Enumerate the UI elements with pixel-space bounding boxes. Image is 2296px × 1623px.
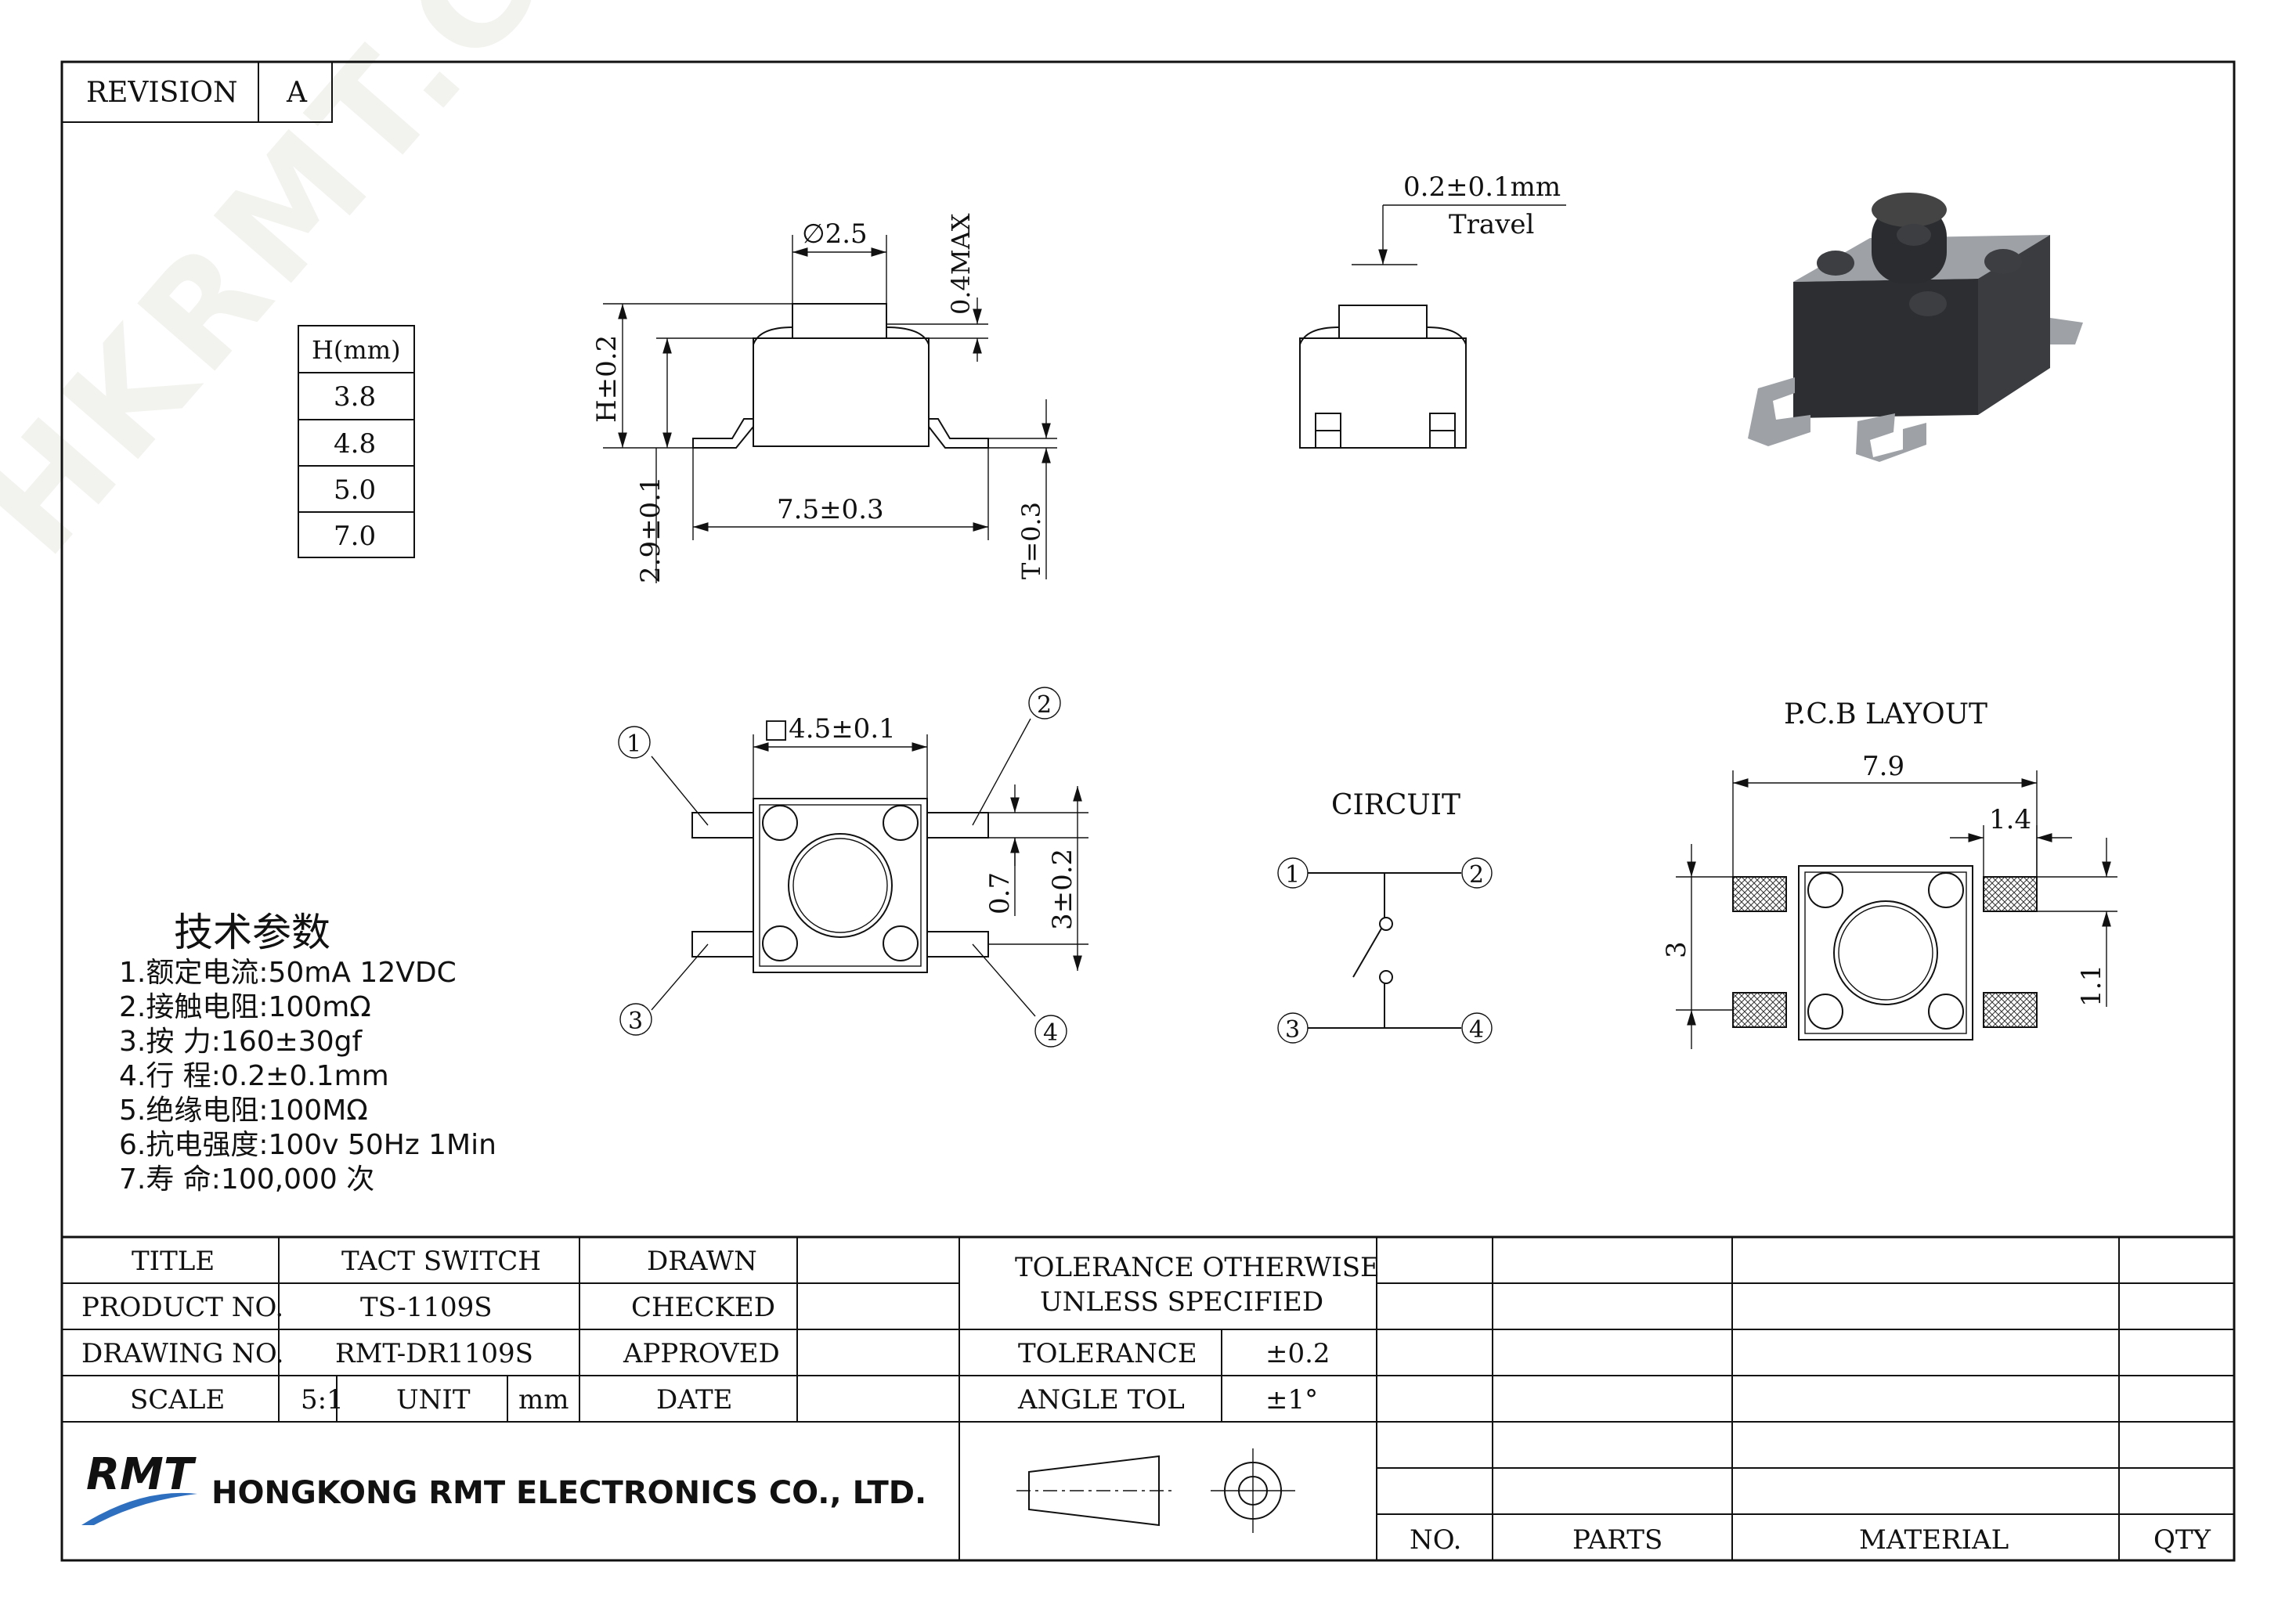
- specifications: 技术参数 1.额定电流:50mA 12VDC 2.接触电阻:100mΩ 3.按 …: [119, 910, 496, 1196]
- scale-label: SCALE: [130, 1384, 225, 1416]
- tolerance-label: TOLERANCE: [1018, 1338, 1197, 1369]
- circuit-diagram: CIRCUIT 1 2 3 4: [1277, 789, 1493, 1044]
- dim-pcb-width: 7.9: [1862, 751, 1904, 782]
- revision-value: A: [286, 77, 308, 109]
- spec-item-4: 4.行 程:0.2±0.1mm: [119, 1060, 389, 1092]
- spec-item-7: 7.寿 命:100,000 次: [119, 1163, 374, 1196]
- dim-thickness: T=0.3: [1016, 502, 1046, 579]
- dim-base: 2.9±0.1: [635, 476, 666, 583]
- pin-label-1: 1: [626, 730, 641, 758]
- specs-title: 技术参数: [174, 910, 330, 955]
- dim-height: H±0.2: [591, 335, 623, 423]
- tolerance-note-2: UNLESS SPECIFIED: [1040, 1286, 1323, 1318]
- spec-item-3: 3.按 力:160±30gf: [119, 1026, 363, 1058]
- dim-diameter: ∅2.5: [802, 218, 868, 250]
- title-label: TITLE: [132, 1246, 215, 1277]
- height-table: H(mm) 3.8 4.8 5.0 7.0: [298, 325, 415, 558]
- dim-pcb-pitch: 3: [1661, 941, 1692, 958]
- spec-item-2: 2.接触电阻:100mΩ: [119, 991, 371, 1023]
- circuit-pin-1: 1: [1285, 861, 1300, 889]
- switch-3d-view: [1748, 193, 2083, 462]
- title-block: TITLE TACT SWITCH PRODUCT NO. TS-1109S D…: [62, 1235, 2234, 1560]
- tolerance-note-1: TOLERANCE OTHERWISE: [1015, 1252, 1380, 1283]
- height-value-2: 4.8: [334, 428, 376, 460]
- company-name: HONGKONG RMT ELECTRONICS CO., LTD.: [211, 1475, 926, 1511]
- drawing-frame: [60, 60, 2236, 1562]
- drawing-value: RMT-DR1109S: [335, 1338, 533, 1369]
- scale-value: 5:1: [301, 1384, 344, 1416]
- bom-header-parts: PARTS: [1572, 1524, 1662, 1556]
- spec-item-1: 1.额定电流:50mA 12VDC: [119, 957, 457, 989]
- spec-item-6: 6.抗电强度:100v 50Hz 1Min: [119, 1129, 496, 1161]
- product-value: TS-1109S: [360, 1292, 493, 1323]
- drawing-label: DRAWING NO.: [81, 1338, 284, 1369]
- unit-label: UNIT: [396, 1384, 471, 1416]
- height-value-1: 3.8: [334, 381, 376, 413]
- height-value-3: 5.0: [334, 474, 376, 506]
- spec-item-5: 5.绝缘电阻:100MΩ: [119, 1095, 368, 1127]
- angle-label: ANGLE TOL: [1017, 1384, 1185, 1416]
- dim-width: 7.5±0.3: [777, 494, 884, 525]
- projection-symbol: [1016, 1448, 1295, 1533]
- travel-label: Travel: [1449, 209, 1534, 240]
- dim-max: 0.4MAX: [946, 213, 976, 315]
- bom-header-qty: QTY: [2153, 1524, 2211, 1556]
- dim-pcb-pad: 1.4: [1989, 804, 2031, 835]
- height-value-4: 7.0: [334, 521, 376, 552]
- checked-label: CHECKED: [631, 1292, 775, 1323]
- pcb-title: P.C.B LAYOUT: [1784, 698, 1987, 730]
- bom-header-material: MATERIAL: [1859, 1524, 2009, 1556]
- product-label: PRODUCT NO.: [81, 1292, 283, 1323]
- dim-pitch-2: 3±0.2: [1047, 849, 1078, 930]
- pcb-layout: P.C.B LAYOUT 7.9 1.4 3 1.1: [1661, 698, 2117, 1049]
- drawn-label: DRAWN: [647, 1246, 757, 1277]
- bom-header-no: NO.: [1410, 1524, 1461, 1556]
- title-value: TACT SWITCH: [341, 1246, 541, 1277]
- travel-value: 0.2±0.1mm: [1403, 171, 1561, 203]
- revision-box: REVISION A: [61, 61, 333, 123]
- revision-label: REVISION: [86, 77, 238, 109]
- company-logo: RMT: [81, 1449, 197, 1525]
- dim-square: □4.5±0.1: [764, 713, 896, 745]
- circuit-pin-2: 2: [1469, 861, 1484, 889]
- date-label: DATE: [656, 1384, 732, 1416]
- pin-label-4: 4: [1043, 1019, 1058, 1047]
- dim-pitch-1: 0.7: [984, 872, 1016, 914]
- height-table-header: H(mm): [312, 335, 401, 365]
- top-view: □4.5±0.1 0.7 3±0.2 1 2 3 4: [618, 687, 1088, 1048]
- approved-label: APPROVED: [623, 1338, 780, 1369]
- circuit-pin-3: 3: [1285, 1016, 1300, 1044]
- dim-pcb-pad-height: 1.1: [2076, 965, 2107, 1007]
- angle-value: ±1°: [1265, 1384, 1318, 1416]
- side-view: ∅2.5 0.4MAX H±0.2 2.9±0.1 7.5±0.3 T=0.3: [591, 213, 1057, 583]
- travel-view: 0.2±0.1mm Travel: [1299, 171, 1566, 449]
- circuit-title: CIRCUIT: [1331, 789, 1460, 821]
- pin-label-3: 3: [628, 1008, 643, 1035]
- logo-text: RMT: [86, 1449, 197, 1500]
- tolerance-value: ±0.2: [1265, 1338, 1330, 1369]
- unit-value: mm: [518, 1384, 569, 1416]
- circuit-pin-4: 4: [1469, 1016, 1484, 1044]
- pin-label-2: 2: [1037, 691, 1052, 719]
